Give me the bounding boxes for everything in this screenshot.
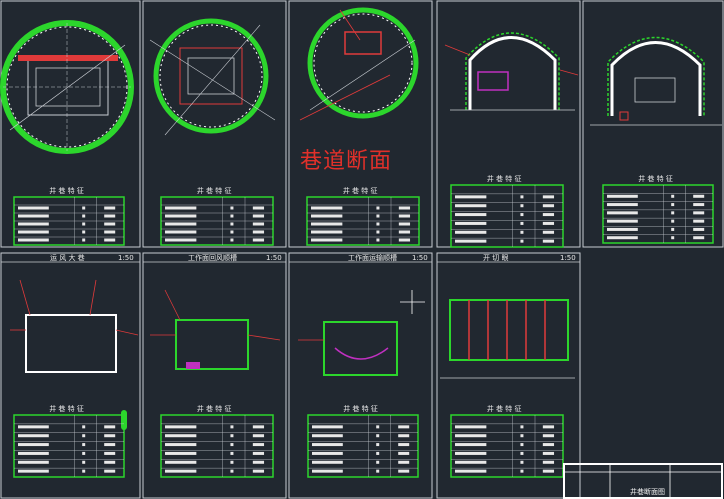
sheet-scale-7: 1:50 [266, 254, 282, 262]
sheet-frame-2 [142, 0, 287, 248]
spec-table: 井 巷 特 征 [307, 404, 419, 478]
spec-table-title: 井 巷 特 征 [197, 186, 232, 195]
sheet-header-6: 运 风 大 巷 [50, 253, 85, 262]
sheet-frame-1 [0, 0, 141, 248]
section-drawing-4 [444, 32, 579, 111]
sheet-headers: 运 风 大 巷 1:50 工作面回风顺槽 1:50 工作面运输顺槽 1:50 开… [50, 253, 576, 262]
spec-table: 井 巷 特 征 [13, 186, 125, 246]
sheet-header-8: 工作面运输顺槽 [348, 253, 397, 262]
section-drawing-9 [440, 299, 575, 379]
sheet-scale-6: 1:50 [118, 254, 134, 262]
sheet-frame-9 [436, 252, 581, 499]
spec-table-title: 井 巷 特 征 [197, 404, 232, 413]
sheet-frame-3 [288, 0, 433, 248]
spec-table: 井 巷 特 征 [160, 186, 274, 246]
section-drawing-5 [590, 36, 722, 126]
section-drawing-7 [150, 289, 281, 370]
sheet-frame-6 [0, 252, 141, 499]
section-drawing-8 [298, 290, 425, 376]
spec-table: 井 巷 特 征 [602, 174, 714, 244]
spec-table: 井 巷 特 征 [450, 404, 564, 478]
sheet-scale-8: 1:50 [412, 254, 428, 262]
spec-table: 井 巷 特 征 [13, 404, 125, 478]
spec-table-title: 井 巷 特 征 [49, 186, 84, 195]
spec-table-title: 井 巷 特 征 [343, 404, 378, 413]
spec-table-title: 井 巷 特 征 [487, 174, 522, 183]
spec-table: 井 巷 特 征 [450, 174, 564, 248]
sheet-frame-7 [142, 252, 287, 499]
sheet-header-7: 工作面回风顺槽 [188, 253, 237, 262]
spec-table-title: 井 巷 特 征 [638, 174, 673, 183]
title-block-label: 井巷断面图 [630, 487, 665, 496]
sheet-frame-5 [582, 0, 724, 248]
title-block: 井巷断面图 [563, 463, 723, 499]
spec-table-title: 井 巷 特 征 [487, 404, 522, 413]
spec-table-title: 井 巷 特 征 [49, 404, 84, 413]
spec-table: 井 巷 特 征 [160, 404, 274, 478]
sheet-frame-8 [288, 252, 433, 499]
section-drawing-1 [0, 20, 134, 154]
section-drawing-2 [149, 18, 276, 136]
section-drawing-3 [299, 7, 419, 121]
spec-table-title: 井 巷 特 征 [343, 186, 378, 195]
main-section-label: 巷道断面 [300, 149, 393, 174]
sheet-header-9: 开 切 眼 [483, 254, 508, 262]
spec-table: 井 巷 特 征 [306, 186, 420, 246]
spec-tables: 井 巷 特 征井 巷 特 征井 巷 特 征井 巷 特 征井 巷 特 征井 巷 特… [13, 174, 714, 478]
sheet-scale-9: 1:50 [560, 254, 576, 262]
